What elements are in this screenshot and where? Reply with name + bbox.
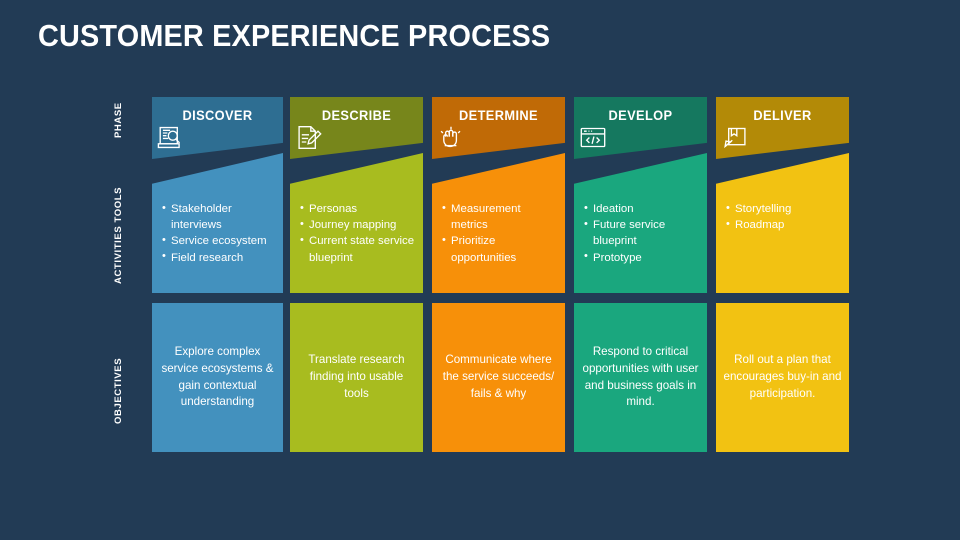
document-pencil-icon [294, 124, 324, 151]
objective-block: Communicate where the service succeeds/ … [432, 303, 565, 452]
activities-block: PersonasJourney mappingCurrent state ser… [290, 153, 423, 293]
code-window-icon [578, 124, 608, 151]
activities-list: Measurement metricsPrioritize opportunit… [442, 200, 559, 266]
process-column-discover: Stakeholder interviewsService ecosystemF… [152, 97, 283, 293]
objective-text: Translate research finding into usable t… [308, 353, 405, 400]
activity-item: Future service blueprint [584, 217, 701, 249]
activity-item: Prototype [584, 249, 701, 266]
phase-header: DESCRIBE [290, 97, 423, 159]
phase-header: DETERMINE [432, 97, 565, 159]
process-column-deliver: StorytellingRoadmap DELIVER [716, 97, 849, 293]
activity-item: Service ecosystem [162, 233, 277, 249]
objective-block: Translate research finding into usable t… [290, 303, 423, 452]
activities-block: IdeationFuture service blueprintPrototyp… [574, 153, 707, 293]
objective-text: Communicate where the service succeeds/ … [442, 353, 555, 400]
process-column-determine: Measurement metricsPrioritize opportunit… [432, 97, 565, 293]
activity-item: Field research [162, 249, 277, 266]
phase-title: DESCRIBE [321, 108, 392, 123]
activity-item: Measurement metrics [442, 200, 559, 233]
activity-item: Personas [300, 200, 417, 217]
activity-item: Prioritize opportunities [442, 233, 559, 265]
package-delivery-icon [720, 124, 750, 151]
activities-block: Measurement metricsPrioritize opportunit… [432, 153, 565, 293]
activity-item: Journey mapping [300, 217, 417, 233]
activity-item: Stakeholder interviews [162, 200, 277, 233]
objective-block: Explore complex service ecosystems & gai… [152, 303, 283, 452]
objective-block: Respond to critical opportunities with u… [574, 303, 707, 452]
phase-title: DELIVER [753, 108, 812, 123]
hand-gesture-icon [436, 124, 466, 151]
phase-header: DISCOVER [152, 97, 283, 159]
objective-block: Roll out a plan that encourages buy-in a… [716, 303, 849, 452]
phase-title: DEVELOP [608, 108, 673, 123]
activities-list: PersonasJourney mappingCurrent state ser… [300, 200, 417, 266]
objective-text: Respond to critical opportunities with u… [582, 345, 699, 409]
page-title: CUSTOMER EXPERIENCE PROCESS [38, 18, 551, 53]
activities-block: StorytellingRoadmap [716, 153, 849, 293]
process-column-describe: PersonasJourney mappingCurrent state ser… [290, 97, 423, 293]
objective-text: Roll out a plan that encourages buy-in a… [723, 353, 842, 400]
activity-item: Storytelling [726, 200, 843, 217]
objective-text: Explore complex service ecosystems & gai… [161, 345, 274, 409]
activities-list: Stakeholder interviewsService ecosystemF… [162, 200, 277, 266]
process-column-develop: IdeationFuture service blueprintPrototyp… [574, 97, 707, 293]
activities-block: Stakeholder interviewsService ecosystemF… [152, 153, 283, 293]
phase-title: DISCOVER [182, 108, 253, 123]
phase-header: DEVELOP [574, 97, 707, 159]
phase-header: DELIVER [716, 97, 849, 159]
document-magnifier-icon [156, 124, 186, 151]
activity-item: Ideation [584, 200, 701, 217]
phase-title: DETERMINE [459, 108, 538, 123]
activity-item: Roadmap [726, 217, 843, 233]
activities-list: IdeationFuture service blueprintPrototyp… [584, 200, 701, 266]
activities-list: StorytellingRoadmap [726, 200, 843, 233]
activity-item: Current state service blueprint [300, 233, 417, 265]
